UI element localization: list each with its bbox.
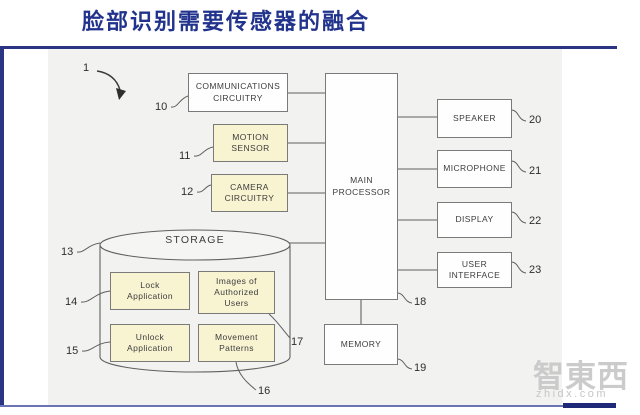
node-main-processor: MAIN PROCESSOR [325, 73, 398, 300]
ref-label-21: 21 [529, 165, 542, 177]
node-microphone: MICROPHONE [437, 150, 512, 188]
ref-label-15: 15 [66, 345, 79, 357]
ref-label-22: 22 [529, 215, 542, 227]
leader-20 [511, 109, 527, 122]
leader-12 [196, 184, 212, 193]
leader-19 [397, 358, 413, 370]
leader-14 [80, 290, 111, 303]
ref-label-23: 23 [529, 264, 542, 276]
watermark-site-url: zhidx.com [536, 388, 609, 400]
bottom-divider-thick [563, 403, 616, 408]
ref-label-14: 14 [65, 296, 78, 308]
ref-label-13: 13 [61, 246, 74, 258]
ref-label-17: 17 [291, 336, 304, 348]
node-communications-circuitry: COMMUNICATIONS CIRCUITRY [188, 73, 288, 112]
node-images-of-authorized-users: Images of Authorized Users [198, 271, 275, 314]
ref-label-11: 11 [179, 150, 191, 162]
node-speaker: SPEAKER [437, 99, 512, 138]
leader-10 [170, 95, 189, 108]
ref-label-19: 19 [414, 362, 427, 374]
storage-cylinder [99, 229, 291, 373]
bottom-divider-thin [0, 405, 616, 407]
node-movement-patterns: Movement Patterns [198, 324, 275, 362]
leader-15 [81, 341, 111, 352]
node-camera-circuitry: CAMERA CIRCUITRY [211, 174, 288, 212]
leader-16 [235, 361, 257, 391]
leader-13 [76, 242, 101, 253]
ref-label-16: 16 [258, 385, 271, 397]
ref-label-20: 20 [529, 114, 542, 126]
ref-label-18: 18 [414, 296, 427, 308]
node-memory: MEMORY [324, 324, 398, 365]
title-underline [0, 46, 617, 49]
leader-21 [511, 160, 527, 173]
reference-leader-lines [76, 95, 527, 391]
storage-title: STORAGE [165, 234, 225, 246]
ref-label-10: 10 [155, 101, 168, 113]
node-motion-sensor: MOTION SENSOR [213, 124, 288, 162]
ref-label-1: 1 [83, 62, 90, 74]
leader-18 [397, 292, 413, 304]
node-lock-application: Lock Application [110, 272, 190, 310]
node-unlock-application: Unlock Application [110, 324, 190, 362]
node-user-interface: USER INTERFACE [437, 252, 512, 288]
page-title: 脸部识别需要传感器的融合 [82, 9, 371, 34]
leader-17 [268, 313, 291, 339]
left-accent-bar [0, 46, 4, 407]
connector-lines [288, 92, 437, 324]
leader-11 [193, 146, 214, 157]
leader-22 [511, 211, 527, 224]
leader-23 [511, 261, 527, 274]
ref-label-12: 12 [181, 186, 194, 198]
watermark-logo: 智東西 [533, 359, 629, 394]
node-display: DISPLAY [437, 202, 512, 238]
figure-ref-arrow [96, 70, 126, 100]
